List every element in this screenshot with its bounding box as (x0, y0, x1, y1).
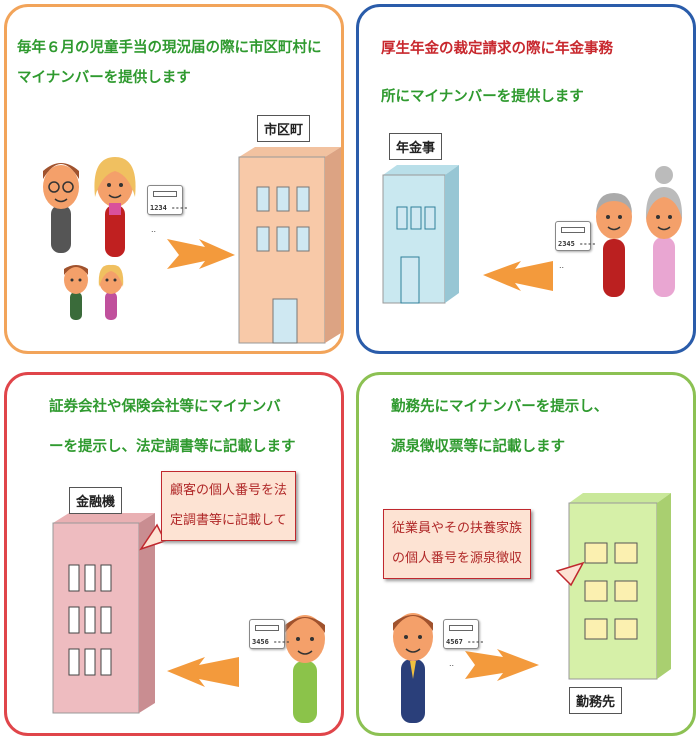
building-label: 金融機 (69, 487, 123, 514)
panel-workplace: 勤務先にマイナンバーを提示し、 源泉徴収票等に記載します 従業員やその扶養家族 … (356, 372, 696, 736)
arrow-icon (167, 657, 239, 687)
panel-pension-claim: 厚生年金の裁定請求の際に年金事務 所にマイナンバーを提供します (356, 4, 696, 354)
elderly-man-figure (596, 193, 632, 297)
panel-caption: 勤務先にマイナンバーを提示し、 源泉徴収票等に記載します (391, 399, 609, 455)
mother-figure (94, 157, 136, 257)
panel-child-allowance: 毎年６月の児童手当の現況届の際に市区町村に マイナンバーを提供します (4, 4, 344, 354)
note-callout: 従業員やその扶養家族 の個人番号を源泉徴収 (383, 509, 532, 579)
panel-caption: 毎年６月の児童手当の現況届の際に市区町村に マイナンバーを提供します (17, 40, 322, 86)
scene-illustration (43, 147, 341, 344)
building-label: 市区町 (257, 115, 311, 142)
building-label: 勤務先 (569, 687, 623, 714)
scene-illustration (52, 513, 325, 723)
my-number-card: 3456 ---- (249, 619, 290, 649)
workplace-building (568, 493, 671, 680)
father-figure (43, 163, 79, 253)
arrow-icon (465, 649, 539, 681)
employee-figure (393, 613, 433, 723)
child-figure (64, 265, 88, 320)
my-number-card: 2345 ---- (555, 221, 596, 251)
pension-office-building (382, 165, 459, 304)
scene-illustration (393, 493, 671, 723)
panel-financial-institution: 証券会社や保険会社等にマイナンバ ーを提示し、法定調書等に記載します 金融機 顧… (4, 372, 344, 736)
customer-figure (285, 615, 325, 723)
child-figure (98, 264, 124, 320)
elderly-woman-figure (645, 166, 683, 297)
my-number-card: 1234 ---- (147, 185, 188, 215)
city-office-building (238, 147, 341, 344)
scene-illustration (382, 165, 683, 304)
note-callout: 顧客の個人番号を法 定調書等に記載して (161, 471, 297, 541)
arrow-icon (167, 239, 235, 269)
panel-caption: 厚生年金の裁定請求の際に年金事務 所にマイナンバーを提供します (381, 41, 613, 105)
arrow-icon (483, 261, 553, 291)
panel-caption: 証券会社や保険会社等にマイナンバ ーを提示し、法定調書等に記載します (49, 399, 296, 455)
financial-institution-building (52, 513, 155, 714)
my-number-card: 4567 ---- (443, 619, 484, 649)
building-label: 年金事 (389, 133, 443, 160)
